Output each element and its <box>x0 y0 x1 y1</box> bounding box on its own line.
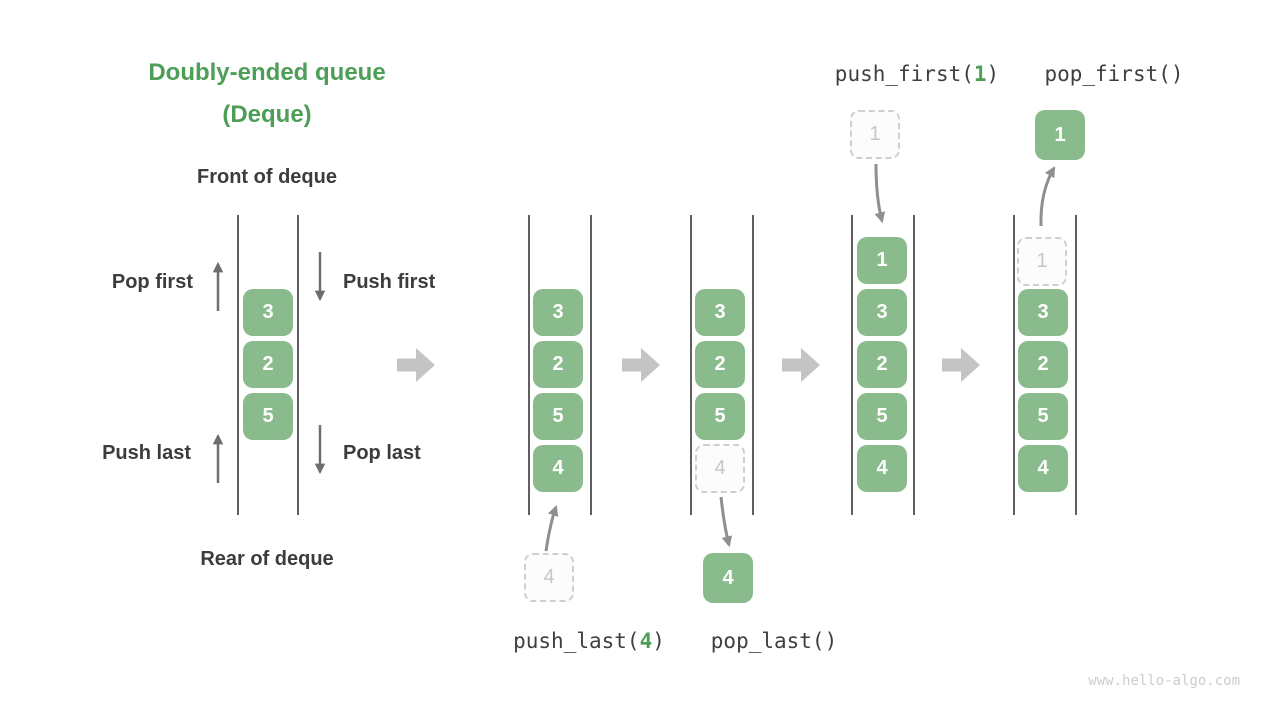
removed-value-placeholder: 1 <box>1017 237 1067 286</box>
deque-wall-left <box>851 215 853 515</box>
watermark: www.hello-algo.com <box>1088 673 1240 689</box>
transition-arrow-icon <box>782 348 820 382</box>
deque-wall-left <box>237 215 239 515</box>
deque-cell: 2 <box>243 341 293 388</box>
transition-arrow-icon <box>942 348 980 382</box>
incoming-value-placeholder: 1 <box>850 110 900 159</box>
code-text: ) <box>986 62 1000 86</box>
deque-cell: 3 <box>857 289 907 336</box>
deque-cell: 5 <box>533 393 583 440</box>
deque-wall-left <box>1013 215 1015 515</box>
deque-cell: 2 <box>1018 341 1068 388</box>
push-last-move-arrow-icon <box>544 504 559 552</box>
deque-cell: 5 <box>243 393 293 440</box>
figure-title: Doubly-ended queue (Deque) <box>100 52 434 136</box>
code-text: ) <box>652 629 665 653</box>
push-last-label: Push last <box>102 442 191 464</box>
code-text: push_first( <box>834 62 974 86</box>
deque-wall-right <box>752 215 754 515</box>
deque-wall-left <box>690 215 692 515</box>
code-arg: 1 <box>973 62 987 86</box>
push-first-move-arrow-icon <box>874 163 886 224</box>
deque-cell: 4 <box>1018 445 1068 492</box>
push-first-code-label: push_first(1) <box>817 61 1017 87</box>
pop-last-label: Pop last <box>343 442 421 464</box>
code-arg: 4 <box>639 629 653 653</box>
figure-title-line2: (Deque) <box>222 101 312 128</box>
transition-arrow-icon <box>397 348 435 382</box>
deque-cell: 4 <box>857 445 907 492</box>
pop-last-code-label: pop_last() <box>674 628 874 654</box>
deque-wall-right <box>297 215 299 515</box>
deque-wall-right <box>913 215 915 515</box>
deque-wall-right <box>590 215 592 515</box>
pop-first-label: Pop first <box>111 271 193 293</box>
push-first-label: Push first <box>343 271 436 293</box>
incoming-value-placeholder: 4 <box>524 553 574 602</box>
pop-first-move-arrow-icon <box>1039 166 1056 227</box>
deque-cell: 3 <box>243 289 293 336</box>
deque-wall-right <box>1075 215 1077 515</box>
code-text: push_last( <box>513 629 640 653</box>
code-text: pop_last() <box>710 629 838 653</box>
deque-cell: 2 <box>695 341 745 388</box>
figure-title-line1: Doubly-ended queue <box>148 59 386 86</box>
deque-wall-left <box>528 215 530 515</box>
pop-last-move-arrow-icon <box>719 496 733 548</box>
deque-cell: 2 <box>857 341 907 388</box>
push-last-code-label: push_last(4) <box>489 628 689 654</box>
code-text: pop_first() <box>1044 62 1184 86</box>
deque-cell: 3 <box>1018 289 1068 336</box>
front-of-deque-label: Front of deque <box>197 166 337 188</box>
deque-cell: 4 <box>533 445 583 492</box>
popped-value-cell: 1 <box>1035 110 1085 160</box>
rear-of-deque-label: Rear of deque <box>200 548 334 570</box>
popped-value-cell: 4 <box>703 553 753 603</box>
removed-value-placeholder: 4 <box>695 444 745 493</box>
deque-cell: 5 <box>695 393 745 440</box>
transition-arrow-icon <box>622 348 660 382</box>
deque-cell: 2 <box>533 341 583 388</box>
deque-cell: 1 <box>857 237 907 284</box>
deque-cell: 3 <box>533 289 583 336</box>
deque-cell: 5 <box>1018 393 1068 440</box>
deque-cell: 5 <box>857 393 907 440</box>
pop-first-code-label: pop_first() <box>1014 61 1214 87</box>
deque-cell: 3 <box>695 289 745 336</box>
